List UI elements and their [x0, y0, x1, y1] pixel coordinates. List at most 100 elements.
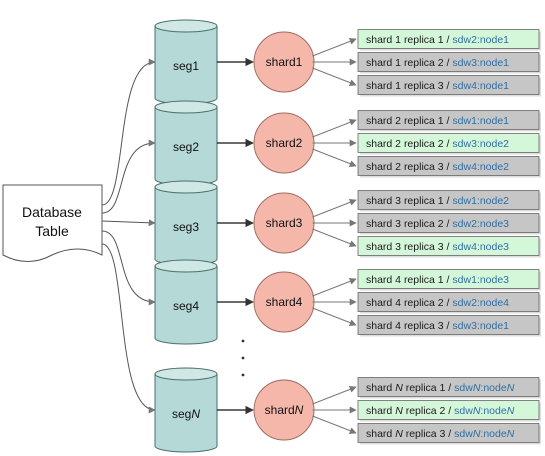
- replica-box-rect: [357, 75, 540, 95]
- database-table-shape: [2, 184, 103, 262]
- replica-label-text: shard 3 replica 2 /: [366, 218, 452, 230]
- database-table-node: Database Table: [2, 184, 103, 262]
- replica-box-rect: [357, 315, 540, 335]
- replica-label: shard 1 replica 1 / sdw2:node1: [366, 34, 509, 46]
- replica-label-text: shard 1 replica 3 /: [366, 80, 452, 92]
- replica-label-text: shard 2 replica 1 /: [366, 115, 452, 127]
- replica-box: shard 1 replica 3 / sdw4:node1: [357, 75, 541, 97]
- replica-label: shard N replica 1 / sdwN:nodeN: [366, 382, 515, 394]
- segment-cylinder: seg4: [154, 259, 218, 345]
- replica-label: shard N replica 2 / sdwN:nodeN: [366, 405, 515, 417]
- shard-node: shard2: [253, 112, 315, 174]
- replica-label-text: shard 4 replica 3 /: [366, 320, 452, 332]
- replica-box: shard 3 replica 1 / sdw1:node2: [357, 190, 541, 212]
- segment-label: seg3: [173, 220, 199, 234]
- segment-cylinder-top: [154, 180, 218, 194]
- shard-label: shard2: [266, 136, 303, 150]
- replica-host-n: N: [473, 405, 481, 417]
- segment-label-num: N: [191, 407, 200, 421]
- replica-label: shard 4 replica 1 / sdw1:node3: [366, 274, 509, 286]
- shard-label-num: 4: [296, 295, 303, 309]
- replica-label: shard 2 replica 2 / sdw3:node2: [366, 138, 509, 150]
- shard-label: shard3: [266, 216, 303, 230]
- table-to-seg-arrow: [101, 230, 156, 306]
- segment-cylinder-top: [154, 367, 218, 381]
- replica-label: shard 3 replica 1 / sdw1:node2: [366, 195, 509, 207]
- replica-host-n: N: [473, 382, 481, 394]
- shard-to-replica-arrow: [312, 67, 357, 86]
- replica-box-rect: [357, 377, 540, 397]
- segment-cylinder-body: [154, 265, 218, 345]
- shard-node: shard3: [253, 192, 315, 254]
- replica-label-text: shard 4 replica 2 /: [366, 297, 452, 309]
- replica-label-text: shard 1 replica 2 /: [366, 57, 452, 69]
- replica-box: shard 4 replica 1 / sdw1:node3: [357, 269, 541, 291]
- replica-box: shard 3 replica 2 / sdw2:node3: [357, 213, 541, 235]
- shard-group: seg1 shard1 shard 1 replica 1 / sdw2:node1…: [154, 19, 541, 105]
- ellipsis-dot: [241, 356, 245, 360]
- replica-host: :node: [480, 382, 506, 394]
- segment-label-prefix: seg: [173, 140, 192, 154]
- segment-label: seg1: [173, 59, 199, 73]
- segment-cylinder-top: [154, 19, 218, 33]
- segment-label: seg2: [173, 140, 199, 154]
- replica-host-n: N: [507, 382, 515, 394]
- replica-label-text: shard 3 replica 1 /: [366, 195, 452, 207]
- replica-box-rect: [357, 190, 540, 210]
- segment-cylinder: seg2: [154, 100, 218, 186]
- replica-box: shard N replica 3 / sdwN:nodeN: [357, 423, 541, 445]
- shard-to-replica-arrow: [312, 415, 357, 434]
- replica-label: shard 1 replica 3 / sdw4:node1: [366, 80, 509, 92]
- segment-label: seg4: [173, 299, 199, 313]
- table-to-seg-arrow: [101, 139, 156, 214]
- replica-host: sdw4:node3: [452, 241, 509, 253]
- replica-host: sdw: [454, 405, 473, 417]
- shard-label-num: 1: [296, 55, 303, 69]
- shard-to-replica-arrow: [312, 119, 357, 138]
- shard-to-replica-arrow: [312, 228, 357, 247]
- replica-host: sdw3:node2: [452, 138, 509, 150]
- shard-group: seg3 shard3 shard 3 replica 1 / sdw1:node2…: [154, 180, 541, 266]
- replica-host: sdw: [454, 382, 473, 394]
- replica-label-text: replica 3 /: [403, 428, 454, 440]
- replica-box-rect: [357, 400, 540, 420]
- shard-to-replica-arrow: [312, 307, 357, 326]
- replica-host: sdw1:node3: [452, 274, 509, 286]
- replica-label-text: shard 3 replica 3 /: [366, 241, 452, 253]
- replica-box-rect: [357, 133, 540, 153]
- table-to-seg-arrow: [101, 243, 156, 414]
- segment-label: segN: [172, 407, 200, 421]
- replica-host: sdw3:node1: [452, 320, 509, 332]
- replica-box: shard 1 replica 2 / sdw3:node1: [357, 52, 541, 74]
- replica-label-text: shard: [366, 382, 395, 394]
- replica-host: sdw1:node1: [452, 115, 509, 127]
- replica-label: shard 4 replica 3 / sdw3:node1: [366, 320, 509, 332]
- shard-node: shard1: [253, 31, 315, 93]
- replica-host: :node: [480, 428, 506, 440]
- shard-label-prefix: shard: [265, 403, 295, 417]
- replica-label-text: shard 2 replica 2 /: [366, 138, 452, 150]
- replica-box-rect: [357, 213, 540, 233]
- shard-label-num: 2: [296, 136, 303, 150]
- replica-box: shard 3 replica 3 / sdw4:node3: [357, 236, 541, 258]
- replica-label-text: replica 2 /: [403, 405, 454, 417]
- replica-host: sdw2:node1: [452, 34, 509, 46]
- segment-cylinder: seg1: [154, 19, 218, 105]
- segment-cylinder: segN: [154, 367, 218, 453]
- replica-box: shard 2 replica 2 / sdw3:node2: [357, 133, 541, 155]
- shard-to-replica-arrow: [312, 38, 357, 57]
- replica-host: :node: [480, 405, 506, 417]
- database-table-label-line2: Table: [35, 223, 69, 239]
- replica-label-text: shard: [366, 428, 395, 440]
- shard-label-prefix: shard: [266, 55, 296, 69]
- table-to-seg-arrow: [101, 58, 156, 206]
- ellipsis-dot: [241, 339, 245, 343]
- replica-label-text: shard: [366, 405, 395, 417]
- replica-box: shard 4 replica 3 / sdw3:node1: [357, 315, 541, 337]
- segment-cylinder-top: [154, 100, 218, 114]
- shard-label-prefix: shard: [266, 136, 296, 150]
